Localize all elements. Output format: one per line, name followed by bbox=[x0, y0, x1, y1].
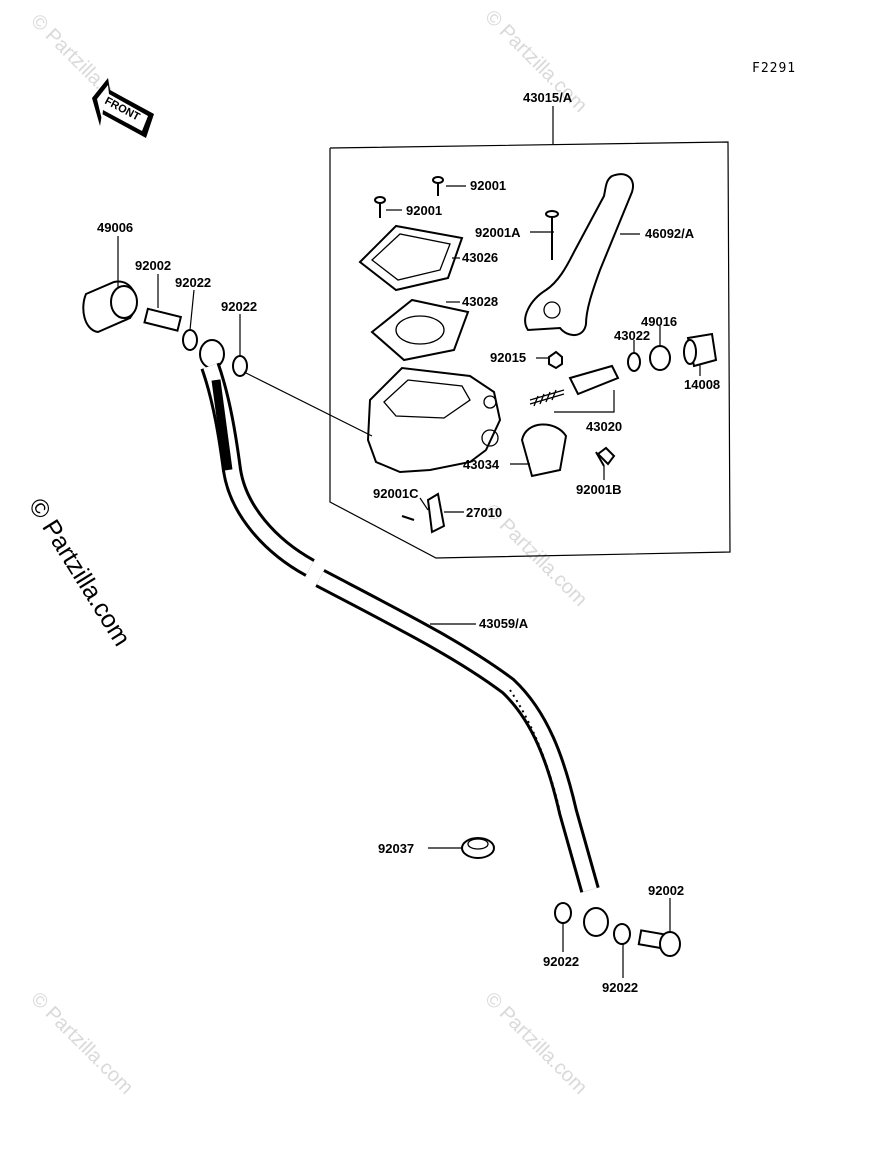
label-43022: 43022 bbox=[614, 328, 650, 343]
bolt-92001B bbox=[595, 446, 616, 467]
washers-92022-top bbox=[182, 329, 248, 377]
bolt-92002-top bbox=[143, 307, 183, 332]
label-14008: 14008 bbox=[684, 377, 720, 392]
nut-92015 bbox=[548, 350, 563, 370]
leader-lines bbox=[117, 185, 701, 978]
label-92022-c: 92022 bbox=[543, 954, 579, 969]
label-92001-mid: 92001 bbox=[406, 203, 442, 218]
label-92002-bottom: 92002 bbox=[648, 883, 684, 898]
label-92022-b: 92022 bbox=[221, 299, 257, 314]
watermark-bottom-center: © Partzilla.com bbox=[480, 988, 591, 1099]
banjo-bottom bbox=[583, 907, 609, 937]
label-43015A: 43015/A bbox=[523, 90, 573, 105]
cap-43026 bbox=[358, 224, 464, 292]
assembly-box bbox=[329, 106, 731, 559]
screws-92001 bbox=[374, 176, 559, 260]
grommet-92037 bbox=[461, 837, 495, 859]
label-43034: 43034 bbox=[463, 457, 500, 472]
label-43026: 43026 bbox=[462, 250, 498, 265]
label-92001B: 92001B bbox=[576, 482, 622, 497]
watermarks: © Partzilla.com © Partzilla.com © Partzi… bbox=[23, 6, 591, 1099]
hose-43059 bbox=[200, 362, 600, 893]
label-43020: 43020 bbox=[586, 419, 622, 434]
label-92001-top: 92001 bbox=[470, 178, 506, 193]
figure-code: F2291 bbox=[752, 61, 796, 76]
label-92002-top: 92002 bbox=[135, 258, 171, 273]
front-arrow-icon: FRONT bbox=[92, 78, 154, 138]
label-49016: 49016 bbox=[641, 314, 677, 329]
watermark-side: © Partzilla.com bbox=[23, 493, 136, 651]
bolt-92002-bottom bbox=[637, 929, 681, 957]
diaphragm-43028 bbox=[370, 298, 470, 362]
label-92001A: 92001A bbox=[475, 225, 521, 240]
switch-27010 bbox=[401, 492, 446, 534]
label-92037: 92037 bbox=[378, 841, 414, 856]
label-92022-a: 92022 bbox=[175, 275, 211, 290]
boot-14008 bbox=[683, 332, 718, 368]
label-46092A: 46092/A bbox=[645, 226, 695, 241]
washer-43022 bbox=[627, 352, 641, 372]
clamp-43034 bbox=[520, 423, 568, 478]
label-43059A: 43059/A bbox=[479, 616, 529, 631]
label-43028: 43028 bbox=[462, 294, 498, 309]
bushing-49016 bbox=[649, 345, 671, 371]
label-49006: 49006 bbox=[97, 220, 133, 235]
lever-46092 bbox=[524, 173, 634, 336]
master-cylinder-body bbox=[366, 366, 502, 474]
label-92015: 92015 bbox=[490, 350, 526, 365]
reservoir-49006 bbox=[82, 280, 138, 334]
label-92022-d: 92022 bbox=[602, 980, 638, 995]
watermark-bottom-left: © Partzilla.com bbox=[26, 988, 137, 1099]
label-92001C: 92001C bbox=[373, 486, 419, 501]
label-27010: 27010 bbox=[466, 505, 502, 520]
banjo-top bbox=[199, 339, 225, 369]
piston-43020 bbox=[529, 364, 620, 407]
part-labels: 43015/A 92001 92001 92001A 46092/A 43026… bbox=[97, 90, 720, 995]
